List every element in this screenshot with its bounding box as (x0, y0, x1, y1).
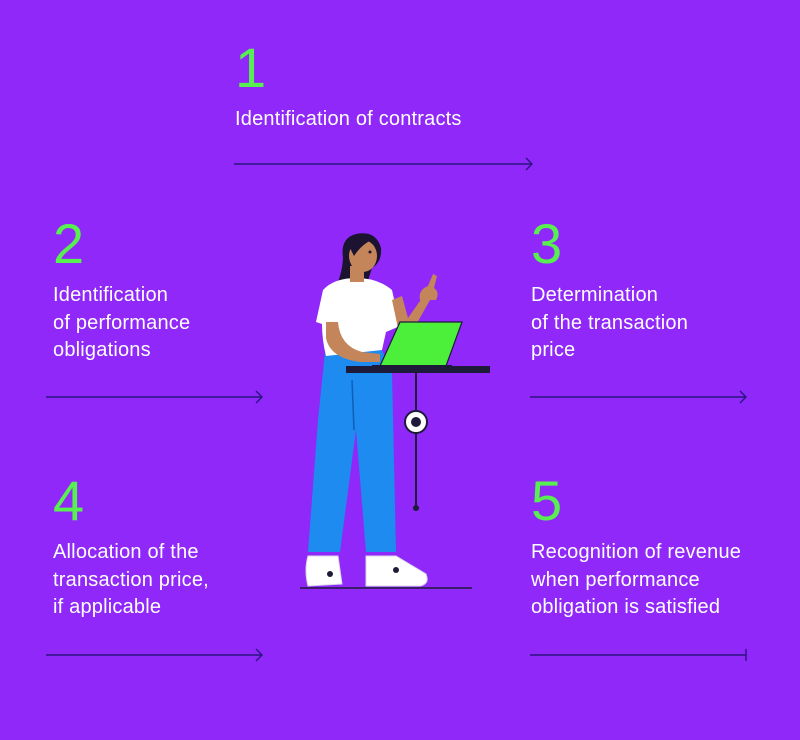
step-2-label-line: of performance (53, 311, 191, 334)
step-2: 2 Identification of performance obligati… (53, 216, 190, 365)
arrow-3 (530, 390, 747, 404)
step-2-label-line: Identification (53, 284, 169, 306)
step-3-label-line: price (531, 339, 576, 361)
pointing-hand (419, 274, 438, 300)
step-2-label: Identification of performance obligation… (53, 282, 190, 365)
step-4: 4 Allocation of the transaction price, i… (53, 473, 209, 622)
step-5-label-line: Recognition of revenue (531, 541, 742, 563)
step-3-label: Determination of the transaction price (531, 282, 688, 365)
left-shoe (305, 555, 343, 587)
post-end-dot (413, 505, 419, 511)
woman-with-laptop-at-standing-desk-icon (300, 233, 490, 589)
step-1-label-line: Identification of contracts (235, 108, 462, 130)
step-2-label-line: obligations (53, 339, 151, 361)
trousers (308, 346, 396, 552)
step-3-label-line: of the transaction (531, 311, 689, 334)
step-4-label-line: Allocation of the (53, 541, 199, 563)
arrow-1 (234, 157, 533, 171)
left-arm (326, 322, 380, 362)
desk-top (346, 366, 490, 373)
step-3-label-line: Determination (531, 284, 659, 306)
step-5: 5 Recognition of revenue when performanc… (531, 473, 741, 622)
step-2-number: 2 (53, 212, 85, 275)
step-5-number: 5 (531, 469, 563, 532)
arrow-2 (46, 390, 263, 404)
step-4-label: Allocation of the transaction price, if … (53, 539, 209, 622)
step-5-label-line: obligation is satisfied (531, 596, 721, 618)
step-3: 3 Determination of the transaction price (531, 216, 688, 365)
step-1: 1 Identification of contracts (235, 40, 462, 134)
step-5-label: Recognition of revenue when performance … (531, 539, 741, 622)
step-1-number: 1 (235, 36, 267, 99)
step-4-number: 4 (53, 469, 85, 532)
step-5-label-line: when performance (531, 568, 700, 591)
arrow-4 (46, 648, 263, 662)
arrow-5 (530, 649, 747, 661)
step-1-label: Identification of contracts (235, 106, 462, 134)
step-4-label-line: if applicable (53, 596, 162, 618)
step-3-number: 3 (531, 212, 563, 275)
step-4-label-line: transaction price, (53, 568, 209, 591)
